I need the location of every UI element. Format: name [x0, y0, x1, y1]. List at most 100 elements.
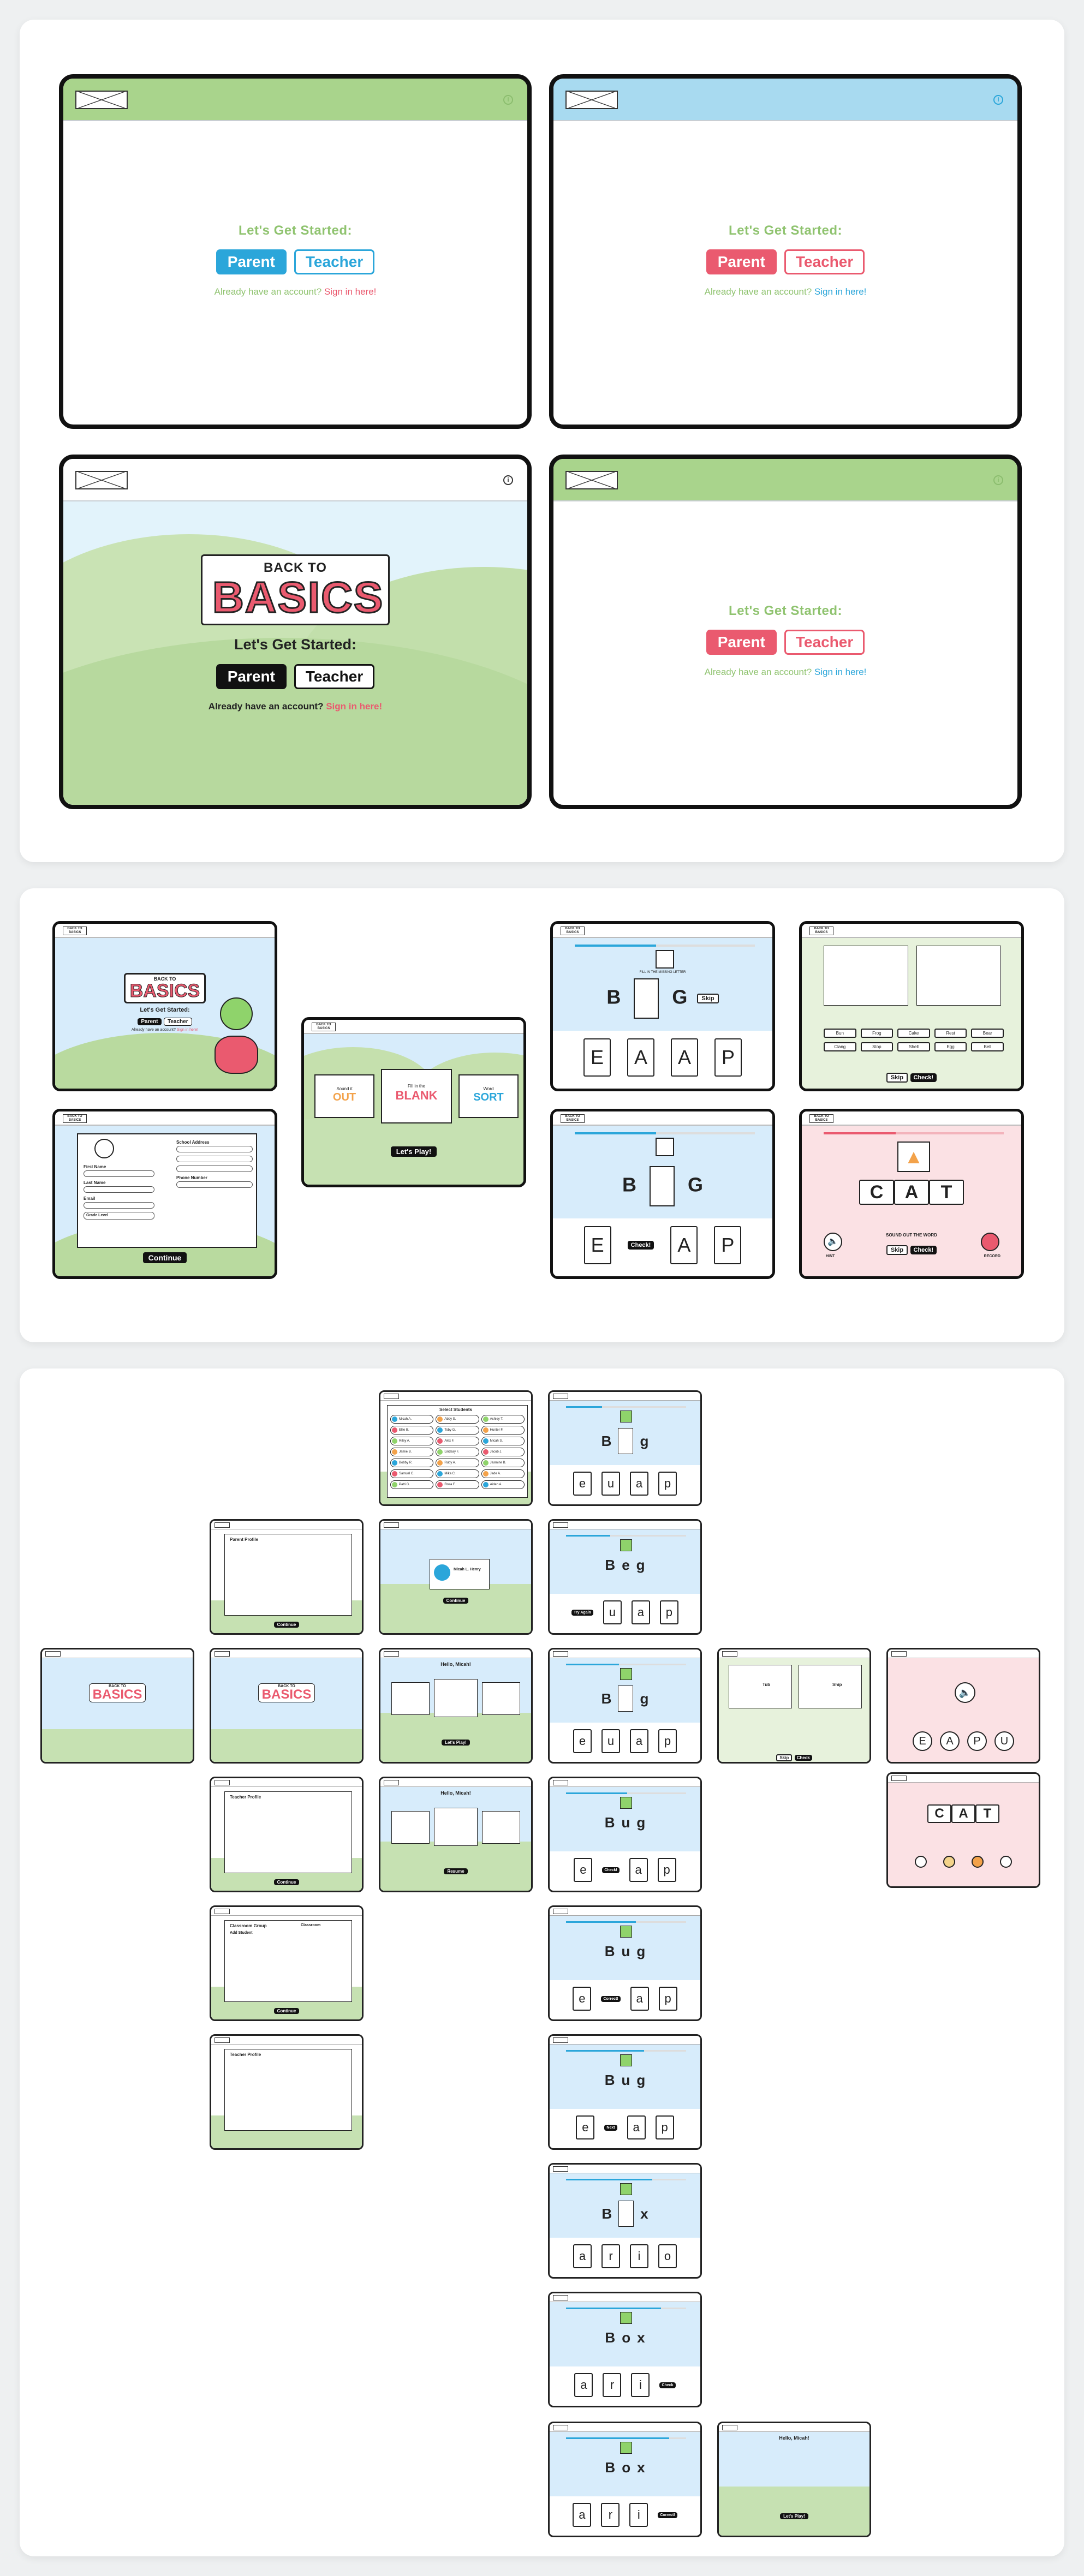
letter-tile[interactable]: a	[627, 2115, 646, 2139]
info-icon[interactable]: i	[993, 95, 1003, 105]
signin-link[interactable]: Sign in here!	[326, 701, 383, 712]
sort-bin-2[interactable]	[916, 946, 1001, 1006]
continue-button[interactable]: Continue	[443, 1598, 469, 1604]
student-chip[interactable]: Patti G.	[390, 1480, 434, 1489]
student-chip[interactable]: Jade A.	[481, 1469, 525, 1478]
game-card[interactable]	[482, 1682, 520, 1715]
game-card[interactable]	[434, 1808, 478, 1846]
signin-link[interactable]: Sign in here!	[324, 286, 377, 297]
letter-bubble[interactable]: P	[967, 1731, 987, 1751]
student-chip[interactable]: Ashley T.	[481, 1415, 525, 1424]
letter-tile[interactable]: o	[658, 2244, 677, 2268]
letter-bubble[interactable]: U	[994, 1731, 1014, 1751]
signin-link[interactable]: Sign in here!	[814, 667, 867, 677]
parent-button[interactable]: Parent	[706, 630, 777, 655]
letter-tile[interactable]: u	[601, 1729, 620, 1753]
letter-tile[interactable]: a	[630, 1729, 648, 1753]
letter-tile[interactable]: A	[627, 1038, 654, 1077]
parent-button[interactable]: Parent	[216, 249, 287, 274]
avatar[interactable]	[94, 1139, 114, 1158]
letter-tile[interactable]: e	[573, 1729, 592, 1753]
student-chip[interactable]: Ruby A.	[436, 1459, 479, 1467]
last-name-field[interactable]	[84, 1186, 154, 1193]
student-chip[interactable]: Abby S.	[436, 1415, 479, 1424]
letter-tile[interactable]: e	[573, 1987, 592, 2011]
letter-bubble[interactable]: A	[940, 1731, 960, 1751]
student-chip[interactable]: Aiden A.	[481, 1480, 525, 1489]
student-chip[interactable]: Micah A.	[390, 1415, 434, 1424]
info-icon[interactable]: i	[993, 475, 1003, 485]
resume-button[interactable]: Resume	[444, 1868, 468, 1874]
letter-tile[interactable]: A	[671, 1038, 698, 1077]
letter-tile[interactable]: r	[603, 2373, 622, 2397]
letter-tile[interactable]: r	[601, 2244, 620, 2268]
info-icon[interactable]: i	[503, 95, 513, 105]
letter-tile[interactable]: a	[573, 2503, 592, 2527]
letter-tile[interactable]: e	[576, 2115, 595, 2139]
letter-tile[interactable]: a	[629, 1858, 648, 1882]
avatar[interactable]	[915, 1856, 927, 1868]
letter-tile[interactable]: p	[659, 1600, 678, 1624]
word-tile[interactable]: Bear	[971, 1029, 1004, 1038]
skip-button[interactable]: Skip	[886, 1245, 908, 1255]
action-button[interactable]: Try Again	[571, 1609, 593, 1616]
student-chip[interactable]: Jacob J.	[481, 1448, 525, 1456]
blank-slot[interactable]	[618, 1686, 634, 1712]
word-tile[interactable]: Clang	[824, 1042, 856, 1051]
check-button[interactable]: Check!	[910, 1246, 937, 1254]
add-student-label[interactable]: Add Student	[230, 1931, 253, 1935]
speaker-icon[interactable]: 🔈	[955, 1682, 975, 1703]
word-letter[interactable]: C	[927, 1804, 951, 1823]
skip-button[interactable]: Skip	[886, 1073, 908, 1083]
word-tile[interactable]: Cake	[897, 1029, 930, 1038]
student-chip[interactable]: Toby G.	[436, 1426, 479, 1435]
student-chip[interactable]: Mika C.	[436, 1469, 479, 1478]
word-letter[interactable]: T	[929, 1180, 964, 1205]
school-address-field[interactable]	[176, 1146, 253, 1152]
blank-slot[interactable]	[649, 1166, 675, 1206]
word-letter[interactable]: A	[951, 1804, 975, 1823]
action-button[interactable]: Check!	[602, 1867, 620, 1873]
continue-button[interactable]: Continue	[273, 1879, 300, 1885]
letter-tile[interactable]: p	[658, 1987, 677, 2011]
info-icon[interactable]: i	[503, 475, 513, 485]
letter-tile[interactable]: p	[655, 2115, 674, 2139]
letter-tile[interactable]: u	[603, 1600, 622, 1624]
letter-tile[interactable]: u	[601, 1472, 620, 1496]
letter-tile[interactable]: E	[583, 1038, 611, 1077]
parent-button[interactable]: Parent	[216, 664, 287, 689]
signin-link[interactable]: Sign in here!	[176, 1028, 199, 1032]
letter-tile[interactable]: r	[601, 2503, 620, 2527]
letter-tile[interactable]: e	[574, 1858, 593, 1882]
word-tile[interactable]: Rest	[934, 1029, 967, 1038]
blank-slot[interactable]	[634, 978, 659, 1019]
email-field[interactable]	[84, 1202, 154, 1209]
student-chip[interactable]: Micah S.	[481, 1437, 525, 1445]
sort-bin-1[interactable]	[729, 1665, 792, 1708]
action-button[interactable]: Next	[604, 2124, 617, 2131]
check-button[interactable]: Check!	[910, 1073, 937, 1082]
blank-slot[interactable]	[618, 2201, 634, 2227]
avatar[interactable]	[943, 1856, 955, 1868]
game-card[interactable]	[391, 1682, 430, 1715]
letter-tile[interactable]: i	[629, 2503, 648, 2527]
signin-link[interactable]: Sign in here!	[814, 286, 867, 297]
word-tile[interactable]: Frog	[860, 1029, 894, 1038]
action-button[interactable]: Correct!	[601, 1995, 621, 2002]
student-chip[interactable]: Rosa F.	[436, 1480, 479, 1489]
student-chip[interactable]: Jamie B.	[390, 1448, 434, 1456]
student-chip[interactable]: Riley A.	[390, 1437, 434, 1445]
letter-tile[interactable]: a	[631, 1600, 650, 1624]
student-chip[interactable]: Hunter F.	[481, 1426, 525, 1435]
word-letter[interactable]: C	[859, 1180, 894, 1205]
teacher-button[interactable]: Teacher	[163, 1018, 192, 1026]
action-button[interactable]: Correct!	[658, 2512, 677, 2518]
teacher-button[interactable]: Teacher	[294, 664, 375, 689]
student-chip[interactable]: Lindsay F.	[436, 1448, 479, 1456]
word-tile[interactable]: Bell	[971, 1042, 1004, 1051]
check-button[interactable]: Check	[794, 1755, 812, 1761]
word-tile[interactable]: Egg	[934, 1042, 967, 1051]
letter-tile[interactable]: p	[657, 1858, 676, 1882]
game-card[interactable]	[391, 1811, 430, 1844]
word-letter[interactable]: T	[975, 1804, 999, 1823]
